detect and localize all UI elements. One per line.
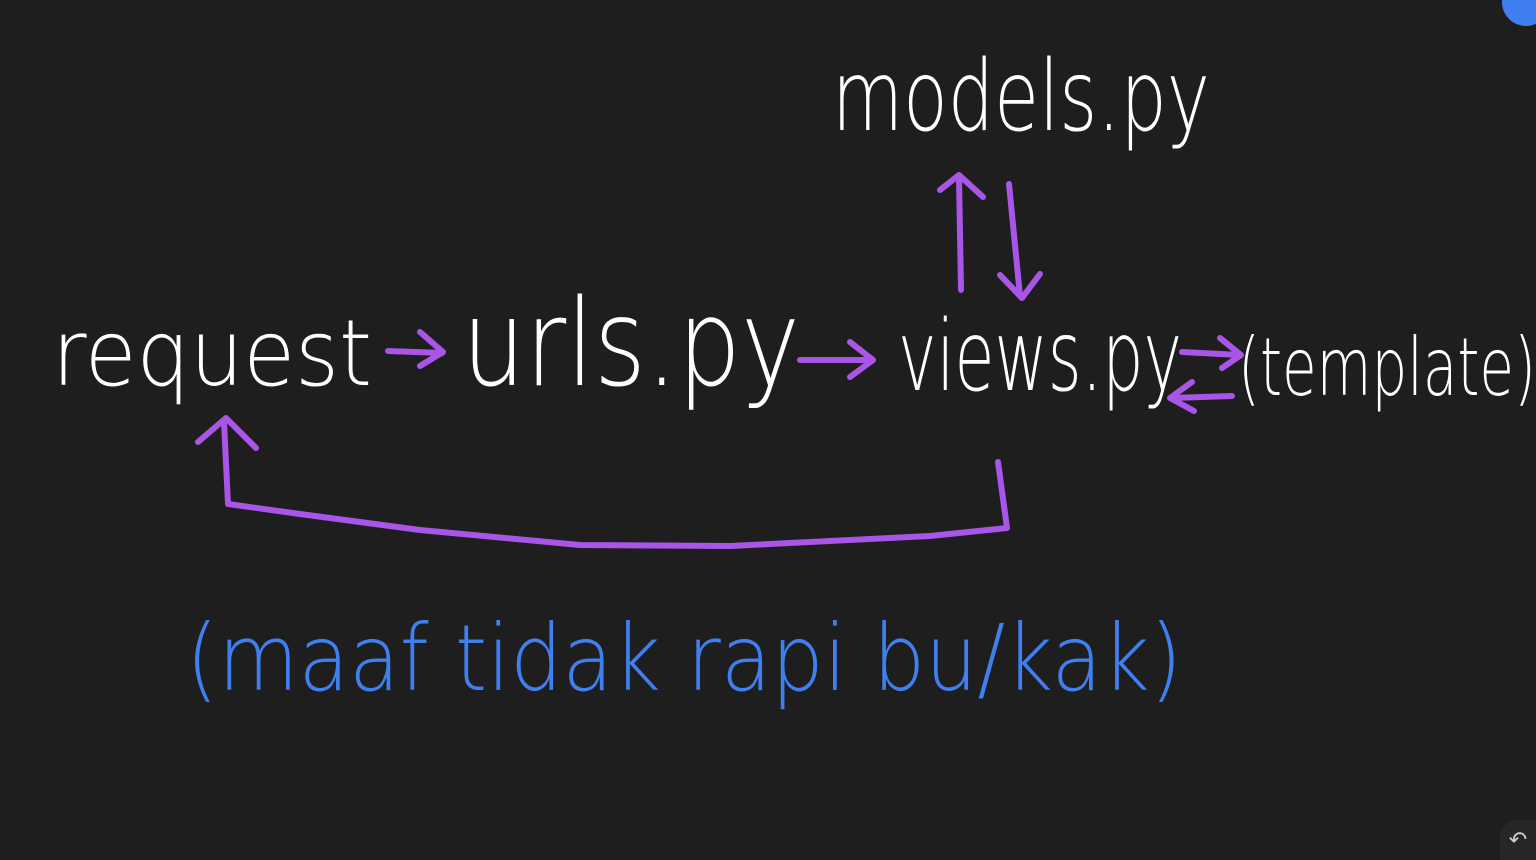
- arrow-views-template: [1179, 349, 1243, 358]
- arrow-template-views: [1169, 393, 1235, 401]
- node-urls: urls.py: [462, 275, 800, 414]
- node-template: (template): [1238, 321, 1536, 414]
- arrow-views-request-head: [195, 415, 259, 451]
- undo-button[interactable]: ↶: [1500, 820, 1536, 860]
- arrow-request-urls: [385, 348, 445, 356]
- arrow-views-request-return: [221, 419, 1010, 549]
- arrow-views-models: [956, 175, 964, 293]
- arrow-views-template-head: [1217, 335, 1244, 371]
- node-models: models.py: [832, 40, 1210, 154]
- arrow-template-views-head: [1167, 379, 1197, 414]
- handwritten-note: (maaf tidak rapi bu/kak): [186, 605, 1182, 712]
- arrow-models-views: [1006, 181, 1023, 299]
- arrow-models-views-head: [997, 271, 1043, 301]
- undo-icon: ↶: [1508, 827, 1528, 853]
- arrow-request-urls-head: [417, 329, 446, 369]
- node-request: request: [52, 300, 372, 407]
- arrow-urls-views-head: [847, 339, 876, 380]
- node-views: views.py: [898, 300, 1182, 414]
- arrow-views-models-head: [937, 172, 986, 200]
